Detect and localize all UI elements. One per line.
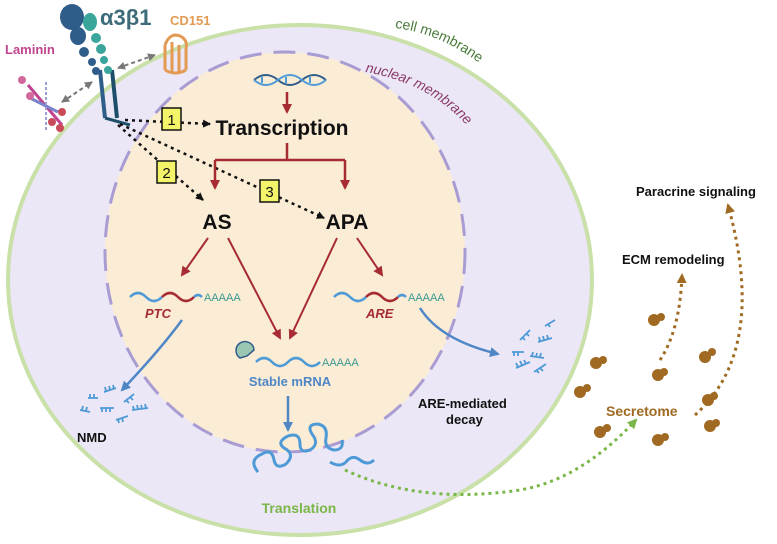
translation-label: Translation <box>262 500 337 516</box>
as-ptc-arrow <box>180 237 209 277</box>
apa-are-arrow <box>356 237 384 277</box>
secretome-particles-icon <box>574 313 720 446</box>
nmd-label: NMD <box>77 430 107 445</box>
svg-text:2: 2 <box>162 165 170 182</box>
svg-text:3: 3 <box>265 184 273 201</box>
are-poly-a: AAAAA <box>408 292 445 304</box>
secretome-ecm-arrow <box>658 273 687 361</box>
integrin-laminin-arrow <box>61 81 93 103</box>
are-decay-fragments-icon <box>512 319 556 374</box>
nmd-fragments-icon <box>79 384 149 424</box>
as-stable-arrow <box>227 237 281 340</box>
are-mrna-icon <box>333 291 407 303</box>
as-label: AS <box>202 211 231 234</box>
svg-text:1: 1 <box>167 112 175 129</box>
ecm-remodeling-label: ECM remodeling <box>622 252 725 267</box>
ptc-mrna-icon <box>129 291 203 303</box>
ptc-label: PTC <box>145 306 172 321</box>
are-label: ARE <box>365 306 394 321</box>
ptc-nmd-arrow <box>120 319 184 392</box>
step1-box: 1 <box>161 107 182 131</box>
apa-label: APA <box>326 211 369 234</box>
integrin-label: α3β1 <box>100 5 151 30</box>
transcription-branch <box>210 143 350 190</box>
apa-stable-arrow <box>288 237 338 340</box>
laminin-label: Laminin <box>5 42 55 57</box>
cd151-icon <box>163 33 188 75</box>
secretome-paracrine-arrow <box>694 203 744 417</box>
step2-box: 2 <box>156 160 177 184</box>
ptc-poly-a: AAAAA <box>204 292 241 304</box>
laminin-icon <box>18 76 66 132</box>
step3-arrow <box>119 122 325 220</box>
stable-mrna-label: Stable mRNA <box>249 374 332 389</box>
step3-box: 3 <box>259 179 280 203</box>
paracrine-signaling-label: Paracrine signaling <box>636 184 756 199</box>
cd151-label: CD151 <box>170 13 210 28</box>
are-decay-arrow <box>418 307 500 357</box>
protein-chain-icon <box>252 422 376 473</box>
are-decay-label-line1: ARE-mediated <box>418 396 507 411</box>
secretome-label: Secretome <box>606 403 678 419</box>
transcription-label: Transcription <box>215 117 348 140</box>
stable-poly-a: AAAAA <box>322 357 359 369</box>
integrin-receptor-icon <box>60 4 131 127</box>
stable-mrna-icon <box>235 340 321 368</box>
are-decay-label-line2: decay <box>446 412 484 427</box>
nucleus <box>103 50 467 454</box>
dna-icon <box>253 74 327 86</box>
